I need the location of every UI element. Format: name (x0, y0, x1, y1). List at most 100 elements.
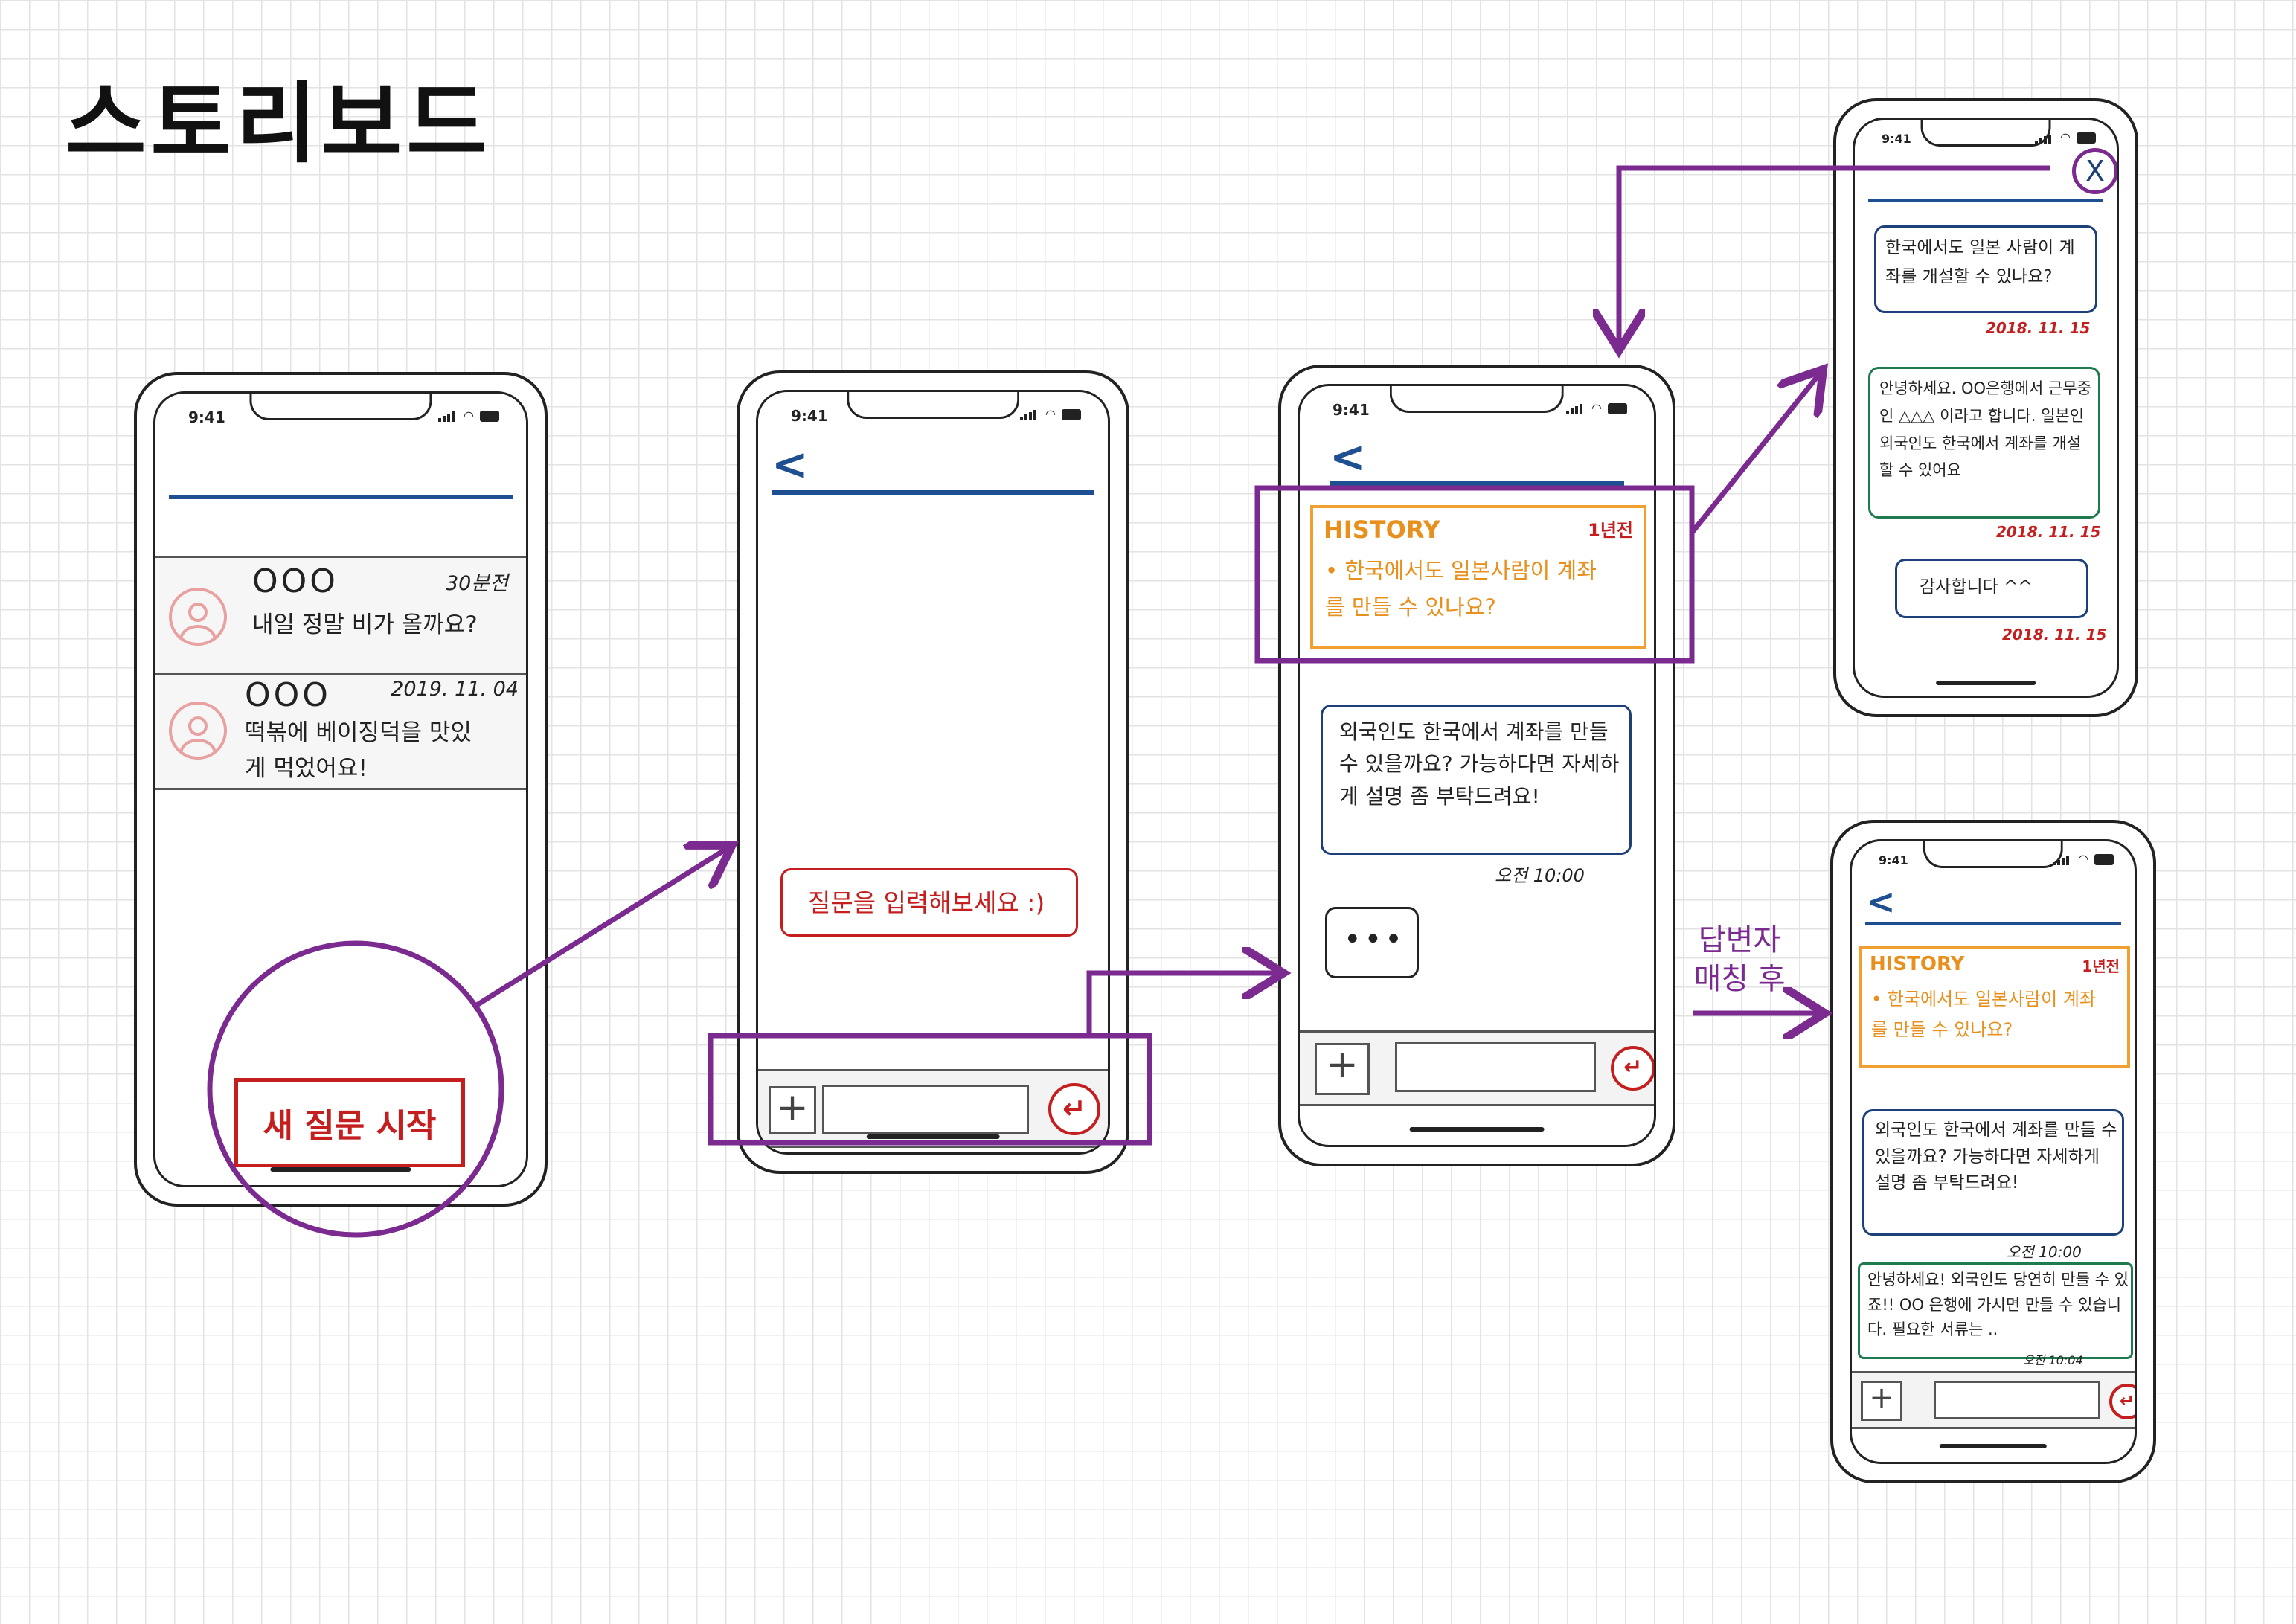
notch (249, 394, 432, 420)
question-text: 외국인도 한국에서 계좌를 만들 수 있을까요? 가능하다면 자세하게 설명 좀… (1875, 1120, 2117, 1193)
back-button[interactable]: < (772, 439, 808, 490)
flow-arrow-1 (472, 848, 728, 1010)
item-text: 내일 정말 비가 올까요? (252, 612, 478, 638)
flow-arrow-3 (1690, 373, 1820, 535)
avatar (169, 588, 227, 646)
user-name: OOO (252, 562, 339, 600)
answer-text: 안녕하세요! 외국인도 당연히 만들 수 있죠!! OO 은행에 가시면 만들 … (1867, 1271, 2129, 1339)
answer-bubble: 안녕하세요! 외국인도 당연히 만들 수 있죠!! OO 은행에 가시면 만들 … (1858, 1262, 2133, 1359)
message-input[interactable] (1934, 1381, 2100, 1419)
back-button[interactable]: < (1867, 882, 1896, 922)
typing-indicator: ••• (1344, 922, 1405, 957)
input-bar: + ↵ (1300, 1030, 1654, 1106)
signal-icon (1566, 402, 1585, 414)
input-bar: + ↵ (1852, 1371, 2135, 1429)
home-indicator (866, 1134, 1000, 1139)
wifi-icon: ◠ (2060, 130, 2071, 144)
flow-arrow-4 (1619, 165, 2050, 345)
message-input[interactable] (822, 1085, 1029, 1134)
add-button[interactable]: + (1315, 1043, 1370, 1095)
battery-icon (480, 411, 499, 422)
battery-icon (2094, 854, 2114, 865)
header-line (772, 490, 1094, 495)
send-button[interactable]: ↵ (1611, 1046, 1654, 1091)
placeholder-bubble: 질문을 입력해보세요 :) (780, 868, 1078, 937)
signal-icon (1020, 408, 1039, 420)
question-time: 오전 10:00 (1495, 865, 1585, 886)
question-text: 외국인도 한국에서 계좌를 만들 수 있을까요? 가능하다면 자세하게 설명 좀… (1339, 719, 1620, 809)
question-time: 오전 10:00 (2007, 1243, 2082, 1261)
question-bubble: 외국인도 한국에서 계좌를 만들 수 있을까요? 가능하다면 자세하게 설명 좀… (1862, 1109, 2124, 1236)
header-line (1330, 481, 1624, 486)
after-matching-label: 답변자 매칭 후 (1693, 923, 1786, 996)
history-card[interactable]: HISTORY 1년전 • 한국에서도 일본사람이 계좌를 만들 수 있나요? (1310, 505, 1646, 649)
question-date: 2018. 11. 15 (1986, 319, 2091, 337)
header-line (169, 495, 513, 499)
history-age: 1년전 (1588, 520, 1633, 541)
wifi-icon: ◠ (1591, 401, 1602, 415)
status-icons: ◠ (1020, 408, 1081, 420)
thanks-bubble: 감사합니다 ^^ (1895, 559, 2088, 618)
highlight-history-card (1254, 485, 1695, 664)
home-indicator (1936, 681, 2036, 685)
question-bubble: 외국인도 한국에서 계좌를 만들 수 있을까요? 가능하다면 자세하게 설명 좀… (1321, 705, 1632, 855)
status-time: 9:41 (1879, 853, 1908, 867)
wifi-icon: ◠ (464, 408, 474, 423)
phone3-screen: 9:41 ◠ < HISTORY 1년전 • 한국에서도 일본사람이 계좌를 만… (1298, 384, 1656, 1147)
typing-bubble: ••• (1325, 907, 1419, 978)
input-bar: + ↵ (758, 1069, 1108, 1148)
history-age: 1년전 (2082, 957, 2120, 975)
item-time: 30분전 (445, 572, 508, 595)
status-time: 9:41 (1333, 401, 1370, 419)
highlight-circle (207, 940, 504, 1238)
history-title: HISTORY (1870, 953, 1965, 975)
close-icon[interactable]: X (2072, 148, 2117, 194)
wifi-icon: ◠ (1045, 407, 1056, 421)
list-item[interactable]: OOO 30분전 내일 정말 비가 올까요? (155, 556, 526, 679)
home-indicator (270, 1167, 411, 1172)
highlight-input-bar (708, 1033, 1152, 1146)
status-icons: ◠ (438, 410, 499, 422)
add-button[interactable]: + (1861, 1381, 1902, 1421)
list-item[interactable]: OOO 2019. 11. 04 떡볶에 베이징덕을 맛있게 먹었어요! (155, 673, 526, 790)
storyboard-title: 스토리보드 (65, 72, 492, 175)
item-time: 2019. 11. 04 (391, 678, 519, 701)
phone1-screen: 9:41 ◠ OOO 30분전 내일 정말 비가 올까요? OOO 2019. … (153, 391, 528, 1187)
signal-icon (2053, 853, 2072, 865)
thanks-date: 2018. 11. 15 (2002, 626, 2107, 643)
back-button[interactable]: < (1330, 431, 1366, 482)
history-question: • 한국에서도 일본사람이 계좌를 만들 수 있나요? (1325, 558, 1597, 620)
battery-icon (2077, 132, 2096, 144)
notch (1389, 386, 1565, 413)
phone5-screen: 9:41 ◠ < HISTORY 1년전 • 한국에서도 일본사람이 계좌를 만… (1850, 839, 2137, 1464)
signal-icon (2035, 132, 2054, 144)
wifi-icon: ◠ (2078, 852, 2088, 866)
new-question-button[interactable]: 새 질문 시작 (234, 1078, 465, 1167)
header-line (1868, 199, 2103, 202)
notch (847, 392, 1019, 419)
phone2-screen: 9:41 ◠ < 질문을 입력해보세요 :) + ↵ (756, 390, 1110, 1155)
send-button[interactable]: ↵ (2109, 1384, 2135, 1419)
send-button[interactable]: ↵ (1048, 1083, 1100, 1135)
item-text: 떡볶에 베이징덕을 맛있게 먹었어요! (245, 719, 472, 783)
question-text: 한국에서도 일본 사람이 계좌를 개설할 수 있나요? (1885, 238, 2075, 287)
avatar (169, 702, 227, 760)
notch (1920, 120, 2051, 147)
thanks-text: 감사합니다 ^^ (1920, 577, 2033, 597)
signal-icon (438, 410, 458, 422)
history-title: HISTORY (1324, 516, 1440, 544)
battery-icon (1608, 403, 1627, 414)
flow-arrow-2 (1086, 973, 1278, 1036)
header-line (1865, 922, 2121, 925)
history-card[interactable]: HISTORY 1년전 • 한국에서도 일본사람이 계좌를 만들 수 있나요? (1859, 946, 2130, 1068)
status-time: 9:41 (791, 407, 828, 425)
home-indicator (1939, 1444, 2048, 1448)
status-icons: ◠ (2053, 853, 2114, 865)
add-button[interactable]: + (769, 1086, 816, 1134)
message-input[interactable] (1395, 1042, 1596, 1092)
phone-chat-answered: 9:41 ◠ < HISTORY 1년전 • 한국에서도 일본사람이 계좌를 만… (1830, 820, 2156, 1483)
status-time: 9:41 (1882, 132, 1911, 146)
home-indicator (1409, 1127, 1545, 1132)
phone-history-detail: 9:41 ◠ X 한국에서도 일본 사람이 계좌를 개설할 수 있나요? 201… (1833, 98, 2138, 717)
